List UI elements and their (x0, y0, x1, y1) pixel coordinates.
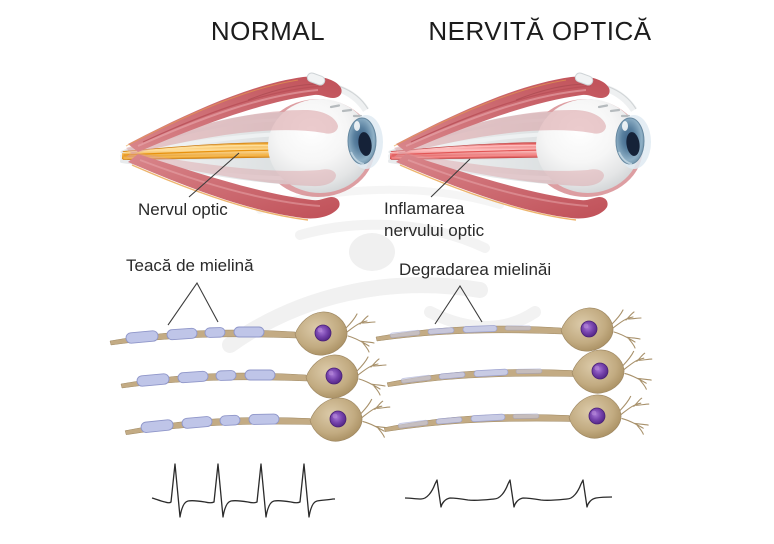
eyeball-suture-marks (597, 104, 631, 118)
label-inflamed-nerve-line2: nervului optic (384, 221, 485, 240)
title-optic-neuritis: NERVITĂ OPTICĂ (428, 16, 652, 46)
healthy-neurons (109, 311, 391, 446)
pupil (358, 132, 372, 156)
left-eye-illustration (120, 72, 383, 221)
inferior-eye-muscle (128, 154, 340, 221)
inferior-eye-muscle (396, 154, 608, 221)
pupil (626, 132, 640, 156)
pointer-degradarea (434, 284, 483, 325)
label-optic-nerve: Nervul optic (138, 200, 228, 219)
trochlea-tendon (574, 72, 594, 86)
label-myelin-degradation: Degradarea mielinăi (399, 260, 552, 279)
label-myelin-sheath: Teacă de mielină (126, 256, 254, 275)
demyelinated-neurons (375, 307, 653, 443)
eyeball-suture-marks (329, 104, 363, 118)
left-signal-waveform (151, 463, 335, 518)
superior-eye-muscle (125, 76, 342, 152)
annotation-lines (167, 152, 483, 326)
right-eye-illustration (388, 72, 651, 221)
label-inflamed-nerve: Inflamarea nervului optic (384, 198, 484, 242)
pointer-teaca-mielina (167, 281, 219, 326)
trochlea-tendon (306, 72, 326, 86)
title-normal: NORMAL (210, 16, 326, 46)
label-inflamed-nerve-line1: Inflamarea (384, 199, 465, 218)
pointer-inflamarea (430, 158, 471, 198)
pointer-nervul-optic (188, 152, 240, 198)
superior-eye-muscle (393, 76, 610, 152)
right-signal-waveform (404, 479, 613, 508)
